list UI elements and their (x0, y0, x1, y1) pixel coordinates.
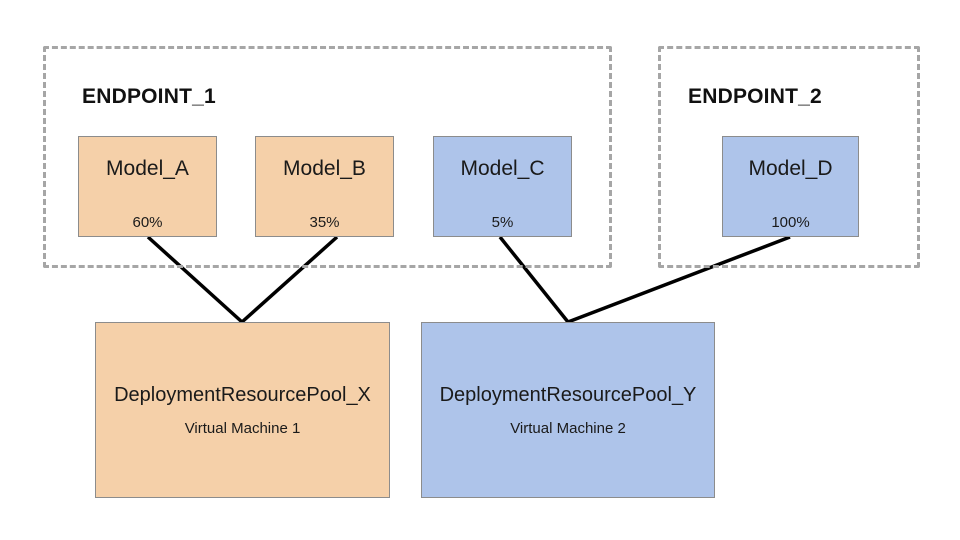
node-model-c[interactable]: Model_C 5% (433, 136, 572, 237)
pool-y-name: DeploymentResourcePool_Y (439, 383, 697, 406)
node-model-d[interactable]: Model_D 100% (722, 136, 859, 237)
group-endpoint-1-label: ENDPOINT_1 (82, 85, 216, 108)
node-model-b[interactable]: Model_B 35% (255, 136, 394, 237)
model-a-traffic: 60% (132, 214, 163, 231)
pool-x-name: DeploymentResourcePool_X (114, 383, 371, 406)
model-b-traffic: 35% (309, 214, 340, 231)
model-d-name: Model_D (748, 157, 833, 180)
node-model-a[interactable]: Model_A 60% (78, 136, 217, 237)
group-endpoint-1[interactable] (43, 46, 612, 268)
group-endpoint-2[interactable] (658, 46, 920, 268)
model-c-traffic: 5% (491, 214, 514, 231)
model-b-name: Model_B (283, 157, 366, 180)
pool-y-subtitle: Virtual Machine 2 (510, 419, 626, 437)
node-pool-x[interactable]: DeploymentResourcePool_X Virtual Machine… (95, 322, 390, 498)
model-a-name: Model_A (106, 157, 189, 180)
model-c-name: Model_C (460, 157, 545, 180)
pool-x-subtitle: Virtual Machine 1 (184, 419, 301, 437)
node-pool-y[interactable]: DeploymentResourcePool_Y Virtual Machine… (421, 322, 715, 498)
group-endpoint-2-label: ENDPOINT_2 (688, 85, 822, 108)
model-d-traffic: 100% (771, 214, 810, 231)
